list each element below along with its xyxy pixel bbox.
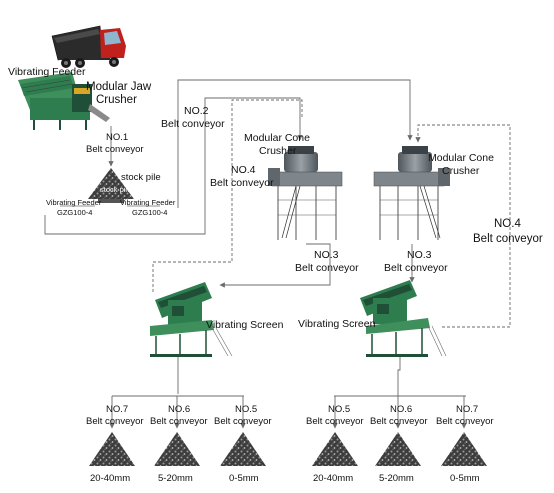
cone-right-label-1: Modular Cone bbox=[428, 152, 494, 164]
left-out-2-size: 5-20mm bbox=[158, 473, 193, 484]
labels: Vibrating Feeder Modular Jaw Crusher NO.… bbox=[8, 66, 543, 484]
flow-no2-to-left-cone bbox=[44, 97, 303, 235]
dump-truck-icon bbox=[51, 25, 126, 68]
belt-no3-left-label: Belt conveyor bbox=[295, 262, 359, 274]
left-out-3-belt: Belt conveyor bbox=[214, 416, 272, 427]
pile-left-1 bbox=[89, 432, 135, 466]
cone-left-label-2: Crusher bbox=[259, 145, 297, 157]
stock-pile-icon bbox=[60, 168, 160, 207]
vibrating-screen-left-icon bbox=[150, 282, 233, 357]
pile-right-3 bbox=[441, 432, 487, 466]
belt-no2-num: NO.2 bbox=[184, 105, 209, 117]
pile-right-2 bbox=[375, 432, 421, 466]
right-out-1-size: 20-40mm bbox=[313, 473, 353, 484]
screen-right-label: Vibrating Screen bbox=[298, 318, 376, 330]
flow-no4-right-return bbox=[415, 124, 511, 328]
belt-no3-right-label: Belt conveyor bbox=[384, 262, 448, 274]
belt-no1-num: NO.1 bbox=[106, 132, 128, 143]
stock-pile-inner-label: stock pile bbox=[100, 185, 131, 194]
belt-no2-label: Belt conveyor bbox=[161, 118, 225, 130]
flow-left-cone-no3 bbox=[219, 243, 331, 288]
modular-jaw-crusher-icon bbox=[18, 72, 110, 130]
jaw-crusher-label-2: Crusher bbox=[96, 94, 137, 106]
jaw-crusher-label-1: Modular Jaw bbox=[86, 81, 152, 93]
vibrating-feeder-top-label: Vibrating Feeder bbox=[8, 66, 86, 78]
belt-no4-left-num: NO.4 bbox=[231, 164, 256, 176]
left-out-3-size: 0-5mm bbox=[229, 473, 259, 484]
right-out-1-belt: Belt conveyor bbox=[306, 416, 364, 427]
left-out-2-num: NO.6 bbox=[168, 404, 190, 415]
cone-left-label-1: Modular Cone bbox=[244, 132, 310, 144]
left-out-1-num: NO.7 bbox=[106, 404, 128, 415]
pile-right-1 bbox=[312, 432, 358, 466]
feeder-left-label-1: Vibrating Feeder bbox=[46, 198, 102, 207]
modular-cone-crusher-left-icon bbox=[268, 146, 343, 240]
cone-right-label-2: Crusher bbox=[442, 165, 480, 177]
belt-no1-label: Belt conveyor bbox=[86, 144, 144, 155]
left-out-2-belt: Belt conveyor bbox=[150, 416, 208, 427]
right-out-3-belt: Belt conveyor bbox=[436, 416, 494, 427]
flow-no4-left-return bbox=[152, 99, 303, 292]
feeder-right-label-1: Vibrating Feeder bbox=[120, 198, 176, 207]
flow-lines bbox=[44, 79, 511, 429]
belt-no4-right-label: Belt conveyor bbox=[473, 233, 543, 245]
right-out-3-num: NO.7 bbox=[456, 404, 478, 415]
belt-no4-right-num: NO.4 bbox=[494, 218, 521, 230]
flow-right-screen-down bbox=[397, 355, 401, 396]
pile-left-2 bbox=[154, 432, 200, 466]
vibrating-screen-right-icon bbox=[360, 280, 447, 357]
left-out-3-num: NO.5 bbox=[235, 404, 257, 415]
belt-no3-right-num: NO.3 bbox=[407, 249, 432, 261]
stock-pile-label: stock pile bbox=[121, 172, 161, 183]
belt-no3-left-num: NO.3 bbox=[314, 249, 339, 261]
right-out-2-num: NO.6 bbox=[390, 404, 412, 415]
right-out-3-size: 0-5mm bbox=[450, 473, 480, 484]
belt-no4-left-label: Belt conveyor bbox=[210, 177, 274, 189]
right-out-2-belt: Belt conveyor bbox=[370, 416, 428, 427]
right-out-2-size: 5-20mm bbox=[379, 473, 414, 484]
left-out-1-size: 20-40mm bbox=[90, 473, 130, 484]
left-out-1-belt: Belt conveyor bbox=[86, 416, 144, 427]
feeder-right-label-2: GZG100-4 bbox=[132, 208, 167, 217]
right-out-1-num: NO.5 bbox=[328, 404, 350, 415]
feeder-left-label-2: GZG100-4 bbox=[57, 208, 92, 217]
modular-cone-crusher-right-icon bbox=[373, 146, 450, 240]
screen-left-label: Vibrating Screen bbox=[206, 319, 284, 331]
pile-left-3 bbox=[220, 432, 266, 466]
flow-top-to-right-cone bbox=[177, 79, 413, 208]
output-piles bbox=[89, 432, 487, 466]
